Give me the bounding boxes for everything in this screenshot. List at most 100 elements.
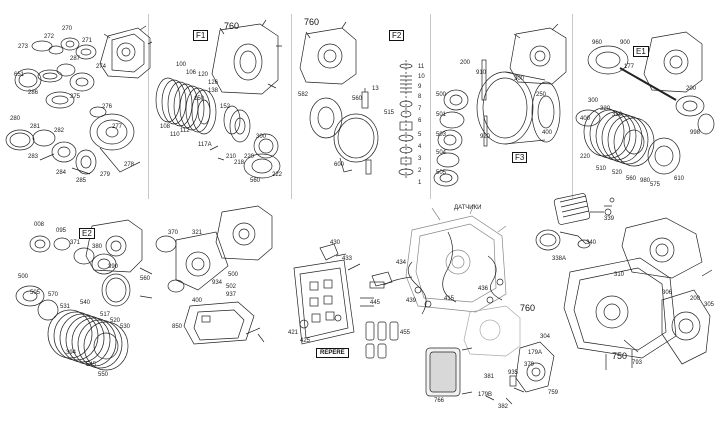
- part-label: 310: [614, 272, 625, 278]
- part-label: 304: [540, 334, 551, 340]
- part-label: 7: [418, 106, 422, 112]
- part-label: 280: [10, 116, 21, 122]
- part-label: 560: [140, 276, 151, 282]
- part-label: 220: [244, 154, 255, 160]
- part-label: 371: [70, 240, 81, 246]
- panel-7-drawing: [155, 205, 273, 345]
- part-label: 338A: [552, 256, 567, 262]
- panel-4-drawing: [433, 23, 567, 187]
- panel-2-drawing: [155, 19, 282, 179]
- part-label: 504: [436, 150, 447, 156]
- part-label: 379: [524, 362, 535, 368]
- part-label: 287: [70, 56, 81, 62]
- part-label: 381: [484, 374, 495, 380]
- part-label: 425: [300, 338, 311, 344]
- part-label: 421: [288, 330, 299, 336]
- part-label: 960: [592, 40, 603, 46]
- panel-9-title: ДАТЧИКИ: [454, 205, 482, 211]
- part-label: 400: [192, 298, 203, 304]
- part-label: 1: [418, 180, 422, 186]
- part-label: 281: [30, 124, 41, 130]
- part-label: 106: [186, 70, 197, 76]
- part-label: 150: [194, 96, 205, 102]
- part-label: 500: [228, 272, 239, 278]
- part-label: 300: [514, 76, 525, 82]
- panel-12-drawing: [563, 217, 713, 370]
- part-label: 276: [102, 104, 113, 110]
- part-label: 275: [70, 94, 81, 100]
- part-label: 274: [96, 64, 107, 70]
- part-label: 545: [86, 362, 97, 368]
- part-label: 340: [586, 240, 597, 246]
- panel-3-ref-box: F2: [389, 30, 405, 41]
- part-label: 138: [208, 88, 219, 94]
- part-label: 100: [176, 62, 187, 68]
- part-label: 540: [80, 300, 91, 306]
- part-label: 505: [30, 290, 41, 296]
- part-label: 112: [180, 128, 190, 134]
- part-label: 330: [612, 112, 623, 118]
- part-label: 900: [620, 40, 631, 46]
- part-label: 222: [272, 172, 283, 178]
- part-label: 110: [170, 132, 180, 138]
- panel-11-drawing: [425, 305, 555, 405]
- part-label: 515: [384, 110, 395, 116]
- part-label: 935: [508, 370, 519, 376]
- part-label: 998: [690, 130, 701, 136]
- part-label: 11: [418, 64, 425, 70]
- part-label: 433: [342, 256, 353, 262]
- panel-6-drawing: [15, 219, 153, 371]
- panel-9-wiring: [369, 231, 504, 315]
- part-label: 434: [396, 260, 407, 266]
- divider-top-1: [148, 14, 149, 199]
- panel-1-drawing: [5, 25, 153, 175]
- part-label: 382: [498, 404, 509, 410]
- part-label: 279: [100, 172, 111, 178]
- panel-2-title: 760: [224, 21, 240, 31]
- part-label: 560: [250, 178, 261, 184]
- part-label: 910: [476, 70, 487, 76]
- part-label: 570: [48, 292, 59, 298]
- part-label: 320: [600, 106, 611, 112]
- part-label: 250: [536, 92, 547, 98]
- part-label: 126: [208, 80, 219, 86]
- part-label: 179A: [528, 350, 543, 356]
- part-label: 305: [704, 302, 715, 308]
- part-label: 095: [56, 228, 67, 234]
- part-label: 177: [624, 64, 635, 70]
- part-label: 436: [478, 286, 489, 292]
- part-label: 277: [112, 124, 123, 130]
- part-label: 390: [108, 264, 119, 270]
- panel-4-ref-box: F3: [512, 152, 528, 163]
- part-label: 550: [98, 372, 109, 378]
- part-label: 520: [612, 170, 623, 176]
- part-label: 439: [406, 298, 417, 304]
- part-label: 500: [18, 274, 29, 280]
- part-label: 10: [418, 74, 425, 80]
- part-label: 380: [92, 244, 103, 250]
- part-label: 510: [596, 166, 607, 172]
- part-label: 282: [54, 128, 65, 134]
- part-label: 500: [436, 92, 447, 98]
- part-label: 271: [82, 38, 93, 44]
- part-label: 200: [460, 60, 471, 66]
- part-label: 920: [480, 134, 491, 140]
- part-label: 501: [436, 112, 447, 118]
- part-label: 934: [212, 280, 223, 286]
- part-label: 445: [370, 300, 381, 306]
- panel-5-ref-box: E1: [633, 46, 649, 57]
- divider-top-2: [291, 14, 292, 199]
- part-label: 270: [62, 26, 73, 32]
- part-label: 321: [192, 230, 203, 236]
- part-label: 220: [580, 154, 591, 160]
- part-label: 600: [334, 162, 345, 168]
- panel-3-title: 760: [304, 17, 320, 27]
- part-label: 582: [298, 92, 309, 98]
- part-label: 4: [418, 144, 422, 150]
- part-label: 766: [434, 398, 445, 404]
- part-label: 415: [444, 296, 455, 302]
- part-label: 610: [674, 176, 685, 182]
- divider-top-3: [430, 14, 431, 199]
